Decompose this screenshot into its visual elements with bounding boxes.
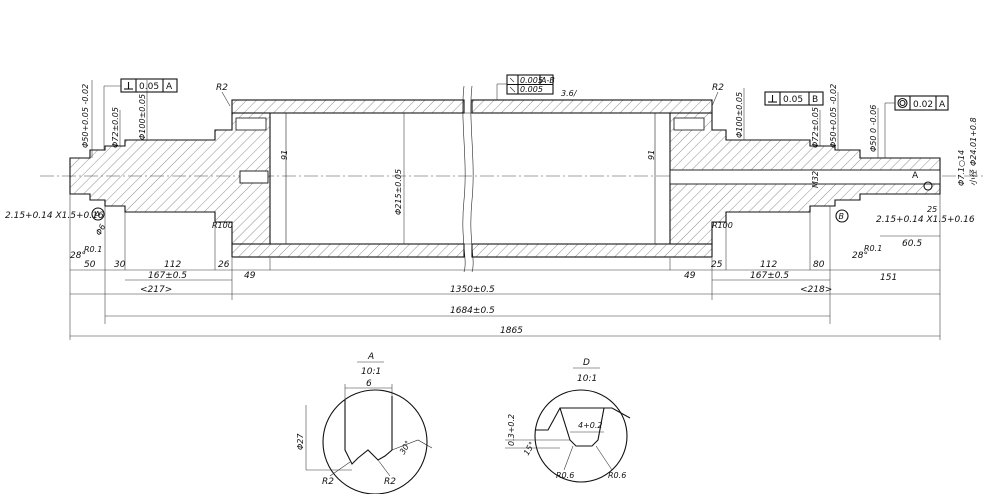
detail-a-angle: 30°	[398, 439, 413, 456]
detail-d-circle	[534, 389, 628, 483]
right-thread-label: Φ7.1○14	[957, 150, 966, 186]
left-91-dim: 91	[280, 150, 289, 160]
left-groove-dim: 2.15+0.14 X1.5+0.16	[5, 211, 104, 221]
right-91-dim: 91	[647, 150, 656, 160]
detail-a-r1: R2	[322, 477, 334, 487]
datum-circle-a: A	[94, 210, 100, 219]
detail-a-letter: A	[367, 352, 374, 362]
detail-a-width: 6	[366, 379, 372, 389]
left-r100: R100	[212, 221, 233, 230]
dim-30: 30	[114, 260, 126, 270]
dim-112-left: 112	[164, 260, 181, 270]
right-dia-1: Φ100±0.05	[735, 92, 744, 138]
dim-151: 151	[880, 273, 897, 283]
runout-callout-top: 0.005 A-B 0.005	[496, 74, 555, 100]
runout-a-value: 0.005	[520, 76, 543, 85]
right-diameter-labels: Φ100±0.05 Φ72±0.05 Φ50+0.05 -0.02 Φ50 0 …	[735, 84, 879, 158]
dim-167-right: 167±0.5	[750, 271, 789, 281]
right-dia-3: Φ50+0.05 -0.02	[829, 84, 838, 148]
right-bore-label: 小径	[969, 169, 978, 186]
right-r100: R100	[712, 221, 733, 230]
left-groove-callout: 2.15+0.14 X1.5+0.16 A Φ6 28° R0.1 R100	[5, 207, 233, 261]
perpendicularity-callout-left: 0.05 A	[103, 78, 178, 150]
roller-main-view: Φ215±0.05 91 91 M32	[40, 85, 985, 273]
detail-d-angle: 15°	[522, 440, 537, 457]
detail-d-width: 4+0.2	[578, 421, 603, 430]
dim-217: <217>	[140, 285, 172, 295]
right-taper: 28°	[852, 251, 868, 261]
detail-view-a: A 10:1 6 Φ27 R2 R2 30°	[296, 352, 433, 494]
runout-a-datum: A-B	[540, 76, 555, 85]
surface-finish-top: 3.6/	[561, 89, 578, 98]
left-taper: 28°	[70, 251, 86, 261]
left-centre-hole	[239, 170, 269, 184]
detail-a-height: Φ27	[296, 433, 305, 450]
detail-a-scale: 10:1	[361, 367, 381, 377]
left-r: R0.1	[84, 245, 102, 254]
right-groove-callout: B 2.15+0.14 X1.5+0.16 28° R0.1 R100	[712, 209, 975, 261]
dim-80: 80	[813, 260, 825, 270]
detail-d-r2: R0.6	[608, 471, 626, 480]
runout-b-value: 0.005	[520, 85, 543, 94]
break-line-left	[462, 85, 466, 273]
perp-left-value: 0.05	[139, 82, 159, 92]
left-dia-1: Φ50+0.05 -0.02	[81, 84, 90, 148]
roundness-value: 0.02	[913, 100, 933, 110]
perp-right-datum: B	[812, 95, 818, 105]
dim-50: 50	[84, 260, 96, 270]
tube-wall-top-right	[471, 99, 713, 114]
bottom-dimensions: 50 30 112 26 49 1350±0.5 49 25 112 80 15…	[69, 194, 941, 340]
tube-diameter-dim: Φ215±0.05	[394, 169, 403, 215]
break-line-right	[470, 85, 474, 273]
dim-49-right: 49	[684, 271, 696, 281]
right-bore-end	[923, 181, 933, 191]
dim-218: <218>	[800, 285, 832, 295]
left-diameter-labels: Φ50+0.05 -0.02 Φ72±0.05 Φ100±0.05	[81, 80, 148, 158]
detail-d-depth: 0.3+0.2	[507, 414, 516, 446]
perpendicularity-callout-right: 0.05 B	[764, 91, 824, 106]
roundness-callout: 0.02 A	[884, 95, 949, 158]
dim-112-right: 112	[760, 260, 777, 270]
left-dia-2: Φ72±0.05	[111, 107, 120, 148]
detail-d-letter: D	[583, 358, 590, 368]
right-through-bore	[669, 169, 941, 185]
roundness-datum: A	[939, 100, 946, 110]
detail-d-r1: R0.6	[556, 471, 574, 480]
len-605: 60.5	[902, 239, 922, 249]
datum-a-marker: A	[912, 171, 919, 181]
r2-right: R2	[712, 83, 724, 93]
dim-1865: 1865	[500, 326, 523, 336]
dim-49-left: 49	[244, 271, 256, 281]
perp-right-value: 0.05	[783, 95, 803, 105]
detail-d-scale: 10:1	[577, 374, 597, 384]
detail-a-circle	[322, 389, 428, 494]
right-groove-dim: 2.15+0.14 X1.5+0.16	[876, 215, 975, 225]
left-plug-step	[235, 117, 267, 131]
tube-wall-top-left	[231, 99, 465, 114]
dim-167-left: 167±0.5	[148, 271, 187, 281]
shaft-hole-label: M32	[811, 171, 820, 188]
right-dia-2: Φ72±0.05	[811, 107, 820, 148]
datum-circle-b: B	[839, 212, 845, 221]
dim-1684: 1684±0.5	[450, 306, 495, 316]
right-dia-4: Φ50 0 -0.06	[869, 105, 878, 152]
right-r: R0.1	[864, 244, 882, 253]
left-dia-3: Φ100±0.05	[138, 94, 147, 140]
right-plug-step	[673, 117, 705, 131]
detail-a-r2: R2	[384, 477, 396, 487]
tube-wall-bottom-left	[231, 243, 465, 258]
tube-wall-bottom-right	[471, 243, 713, 258]
right-bore-dim: Φ24.01+0.8	[969, 117, 978, 166]
dim-25: 25	[711, 260, 723, 270]
len-25: 25	[927, 205, 937, 214]
dim-1350: 1350±0.5	[450, 285, 495, 295]
perp-left-datum: A	[166, 82, 173, 92]
left-ds: Φ6	[94, 223, 107, 237]
r2-left: R2	[216, 83, 228, 93]
detail-view-d: D 10:1 0.3+0.2 15° 4+0.2 R0.6 R0.6	[505, 358, 631, 483]
dim-26: 26	[218, 260, 230, 270]
